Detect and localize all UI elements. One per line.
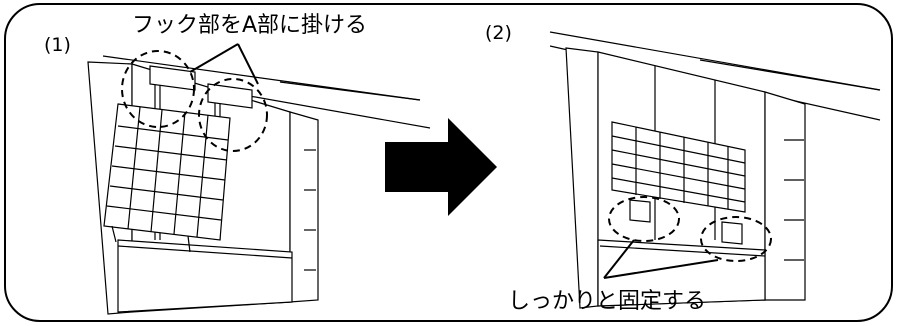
step-1-label: (1) [44, 34, 71, 56]
right-arrow-icon [385, 118, 497, 216]
hook-callout-markers [121, 50, 268, 152]
diagram-frame [4, 3, 893, 322]
hook-instruction-label: フック部をA部に掛ける [132, 13, 368, 38]
filter-unit-2 [549, 31, 881, 309]
hook-pointer-lines [189, 43, 259, 85]
step-2-label: (2) [485, 22, 512, 44]
secure-callout-markers [608, 196, 772, 262]
secure-pointer-lines [603, 239, 719, 279]
secure-instruction-label: しっかりと固定する [508, 289, 707, 314]
filter-unit-1 [87, 55, 431, 315]
